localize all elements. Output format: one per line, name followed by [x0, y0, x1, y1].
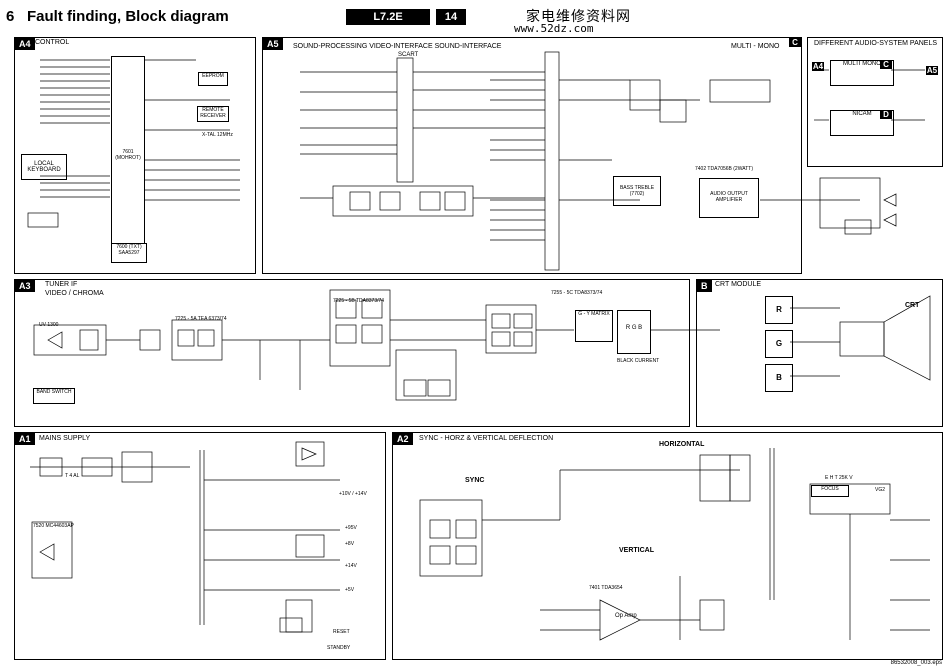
- panel-tag: A5: [263, 38, 283, 50]
- panel-title: MAINS SUPPLY: [39, 435, 91, 442]
- panel-tag: B: [697, 280, 712, 292]
- page-title: Fault finding, Block diagram: [27, 8, 229, 25]
- panel-title: CONTROL: [35, 39, 70, 46]
- horizontal-label: HORIZONTAL: [659, 441, 705, 448]
- tag-d: D: [880, 110, 892, 119]
- panel-title: SYNC - HORZ & VERTICAL DEFLECTION: [419, 435, 554, 442]
- remote-receiver: REMOTE RECEIVER: [197, 106, 229, 122]
- eeprom-ic: EEPROM: [198, 72, 228, 86]
- panel-title: TUNER IF: [45, 281, 78, 288]
- panel-tag: A4: [15, 38, 35, 50]
- txt-ic: 7600 (TXT) SAA5297: [111, 243, 147, 263]
- standby-label: STANDBY: [327, 645, 351, 651]
- fuse-label: T 4 AL: [65, 473, 80, 479]
- rail-5v: +5V: [345, 587, 355, 593]
- vid-ic-label: 7225 - 5B TDA8373/74: [333, 298, 385, 304]
- panel-subtitle: VIDEO / CHROMA: [45, 290, 104, 297]
- panel-mains: A1 MAINS SUPPLY 7520 MC44603AP T 4 AL +9…: [14, 432, 386, 660]
- mains-ic-label: 7520 MC44603AP: [33, 523, 74, 529]
- crt-label: CRT: [905, 302, 920, 309]
- rail-14v: +14V: [345, 563, 357, 569]
- focus-block: FOCUS: [811, 485, 849, 497]
- model-tag: L7.2E: [346, 9, 430, 25]
- panel-tag: A3: [15, 280, 35, 292]
- audio-amp-block: AUDIO OUTPUT AMPLIFIER: [699, 178, 759, 218]
- black-current-label: BLACK CURRENT: [617, 358, 660, 364]
- vg2-label: VG2: [875, 487, 886, 493]
- sync-label: SYNC: [465, 477, 485, 484]
- rgb-block: R G B: [617, 310, 651, 354]
- xtal-label: X-TAL 12MHz: [202, 132, 233, 138]
- panel-mode: MULTI - MONO: [731, 43, 780, 50]
- rail-8v: +8V: [345, 541, 355, 547]
- band-switch-block: BAND SWITCH: [33, 388, 75, 404]
- panel-tuner: A3 TUNER IF VIDEO / CHROMA UV 1300 7225 …: [14, 279, 690, 427]
- vert-ic-label: 7401 TDA3654: [589, 585, 623, 591]
- eht-label: E H T 25K V: [825, 475, 853, 481]
- dec-ic-label: 7255 - 5C TDA8373/74: [551, 290, 603, 296]
- amp-g: G: [765, 330, 793, 358]
- tag-c: C: [880, 60, 892, 69]
- watermark-url: www.52dz.com: [514, 22, 594, 35]
- panel-tag-c: C: [789, 38, 801, 47]
- footer-code: 86532008_003.eps: [890, 660, 942, 666]
- tag-a4: A4: [812, 62, 824, 71]
- panel-title: DIFFERENT AUDIO-SYSTEM PANELS: [814, 40, 938, 47]
- tag-a5: A5: [926, 66, 938, 75]
- reset-label: RESET: [333, 629, 350, 635]
- rail-10v: +10V / +14V: [339, 491, 367, 497]
- watermark-cn: 家电维修资料网: [526, 9, 631, 25]
- panel-title: CRT MODULE: [715, 281, 762, 288]
- amp-ic-label: 7402 TDA7056B (2WATT): [695, 166, 753, 172]
- if-ic-label: 7225 - 5A TEA 6373/74: [175, 316, 227, 322]
- multi-mono-box: MULTI MONO: [830, 60, 894, 86]
- scart-label: SCART: [398, 52, 419, 58]
- bass-treble-block: BASS TREBLE (7702): [613, 176, 661, 206]
- amp-r: R: [765, 296, 793, 324]
- page-tag: 14: [436, 9, 466, 25]
- panel-crt: B CRT MODULE R G B CRT: [696, 279, 943, 427]
- rail-95v: +95V: [345, 525, 357, 531]
- panel-title: SOUND-PROCESSING VIDEO-INTERFACE SOUND-I…: [293, 43, 502, 50]
- vertical-label: VERTICAL: [619, 547, 654, 554]
- panel-diff-audio: DIFFERENT AUDIO-SYSTEM PANELS MULTI MONO…: [807, 37, 943, 167]
- amp-b: B: [765, 364, 793, 392]
- panel-sync: A2 SYNC - HORZ & VERTICAL DEFLECTION SYN…: [392, 432, 943, 660]
- panel-sound: A5 SOUND-PROCESSING VIDEO-INTERFACE SOUN…: [262, 37, 802, 274]
- opamp-label: Op Amp: [615, 613, 637, 619]
- matrix-block: G - Y MATRIX: [575, 310, 613, 342]
- panel-tag: A1: [15, 433, 35, 445]
- panel-tag: A2: [393, 433, 413, 445]
- page-number: 6: [6, 8, 15, 25]
